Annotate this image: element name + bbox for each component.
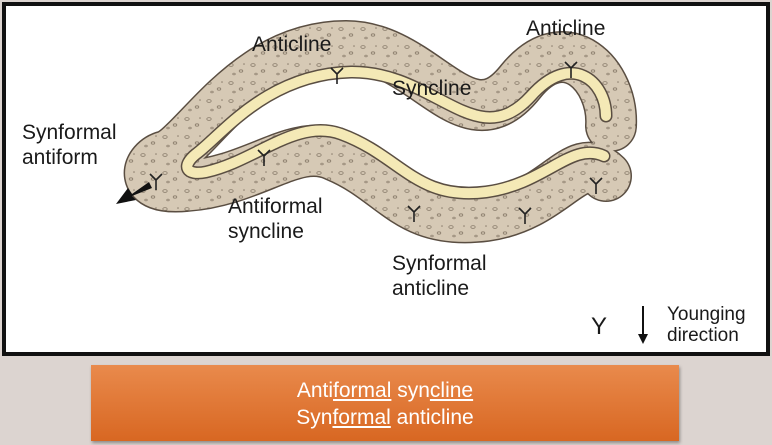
label-line: antiform [22,146,98,169]
younging-symbol [407,205,421,222]
label-line: Antiformal [228,195,323,218]
legend-text: Younging direction [667,304,746,346]
label-anticline-right: Anticline [526,17,606,40]
caption-segment: syn [391,379,430,402]
younging-symbols [149,61,603,224]
younging-symbol [149,173,163,190]
label-antiformal-syncline: Antiformal syncline [228,194,323,244]
younging-symbol [564,61,578,78]
label-anticline-left: Anticline [252,33,332,56]
younging-symbol [518,207,532,224]
legend-symbol: Y [591,313,608,340]
younging-arrow-icon [638,306,648,344]
label-line: anticline [392,277,470,300]
caption-line: Antiformal syncline [91,377,679,404]
label-line: Synformal [22,121,117,144]
caption-segment: cline [429,379,474,402]
caption-segment: formal [333,379,392,402]
caption-segment: Syn [296,406,333,429]
caption-segment: Anti [296,379,334,402]
label-syncline: Syncline [392,77,472,100]
plunge-arrow [116,182,152,204]
legend-line: Younging [667,304,746,325]
younging-symbol [330,67,344,84]
caption-line: Synformal anticline [91,404,679,431]
caption-segment: formal [332,406,391,429]
younging-symbol [257,149,271,166]
inner-marker-layer [180,65,613,200]
label-line: Synformal [392,252,487,275]
legend-line: direction [667,325,739,346]
caption-segment: anticline [390,406,474,429]
fold-illustration [116,20,648,344]
caption-box: Antiformal syncline Synformal anticline [91,365,679,441]
label-synformal-antiform: Synformal antiform [22,120,117,170]
label-synformal-anticline: Synformal anticline [392,251,487,301]
outer-rock-layer [123,20,638,244]
fold-diagram: Anticline Anticline Syncline Synformal a… [2,2,770,356]
label-line: syncline [228,220,304,243]
younging-symbol [589,177,603,194]
